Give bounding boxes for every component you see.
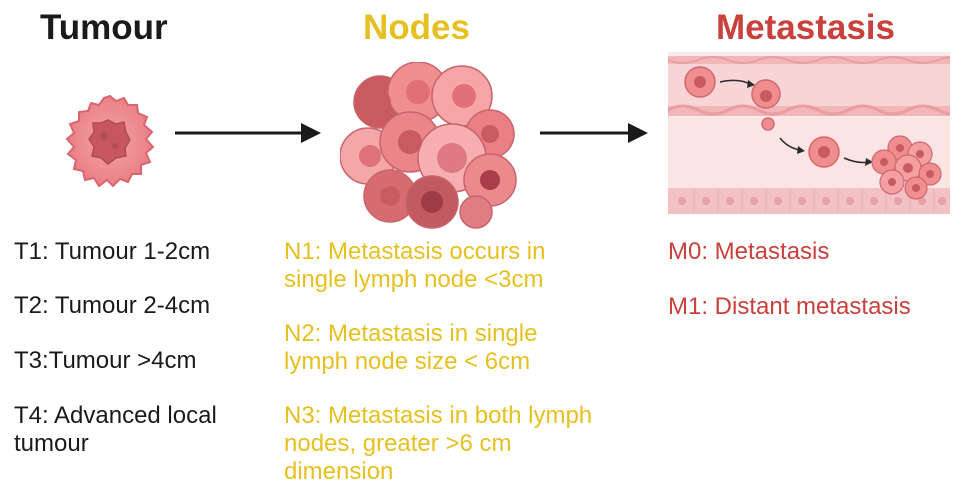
n3-stage: N3: Metastasis in both lymph nodes, grea… <box>284 402 593 485</box>
t4-stage: T4: Advanced local tumour <box>14 402 217 457</box>
lymph-node-cluster-illustration <box>340 62 517 229</box>
m1-stage: M1: Distant metastasis <box>668 293 911 320</box>
tumour-heading: Tumour <box>40 8 168 47</box>
n2-stage: N2: Metastasis in single lymph node size… <box>284 320 538 375</box>
tumour-cell-illustration <box>65 94 155 188</box>
n1-stage: N1: Metastasis occurs in single lymph no… <box>284 238 546 293</box>
arrow-right-icon <box>175 123 321 143</box>
metastasis-vessel-illustration <box>668 52 950 214</box>
metastasis-heading: Metastasis <box>716 8 895 47</box>
t3-stage: T3:Tumour >4cm <box>14 347 197 374</box>
t2-stage: T2: Tumour 2-4cm <box>14 292 211 319</box>
arrow-right-icon <box>540 123 648 143</box>
m0-stage: M0: Metastasis <box>668 238 830 265</box>
t1-stage: T1: Tumour 1-2cm <box>14 238 211 265</box>
nodes-heading: Nodes <box>363 8 470 47</box>
